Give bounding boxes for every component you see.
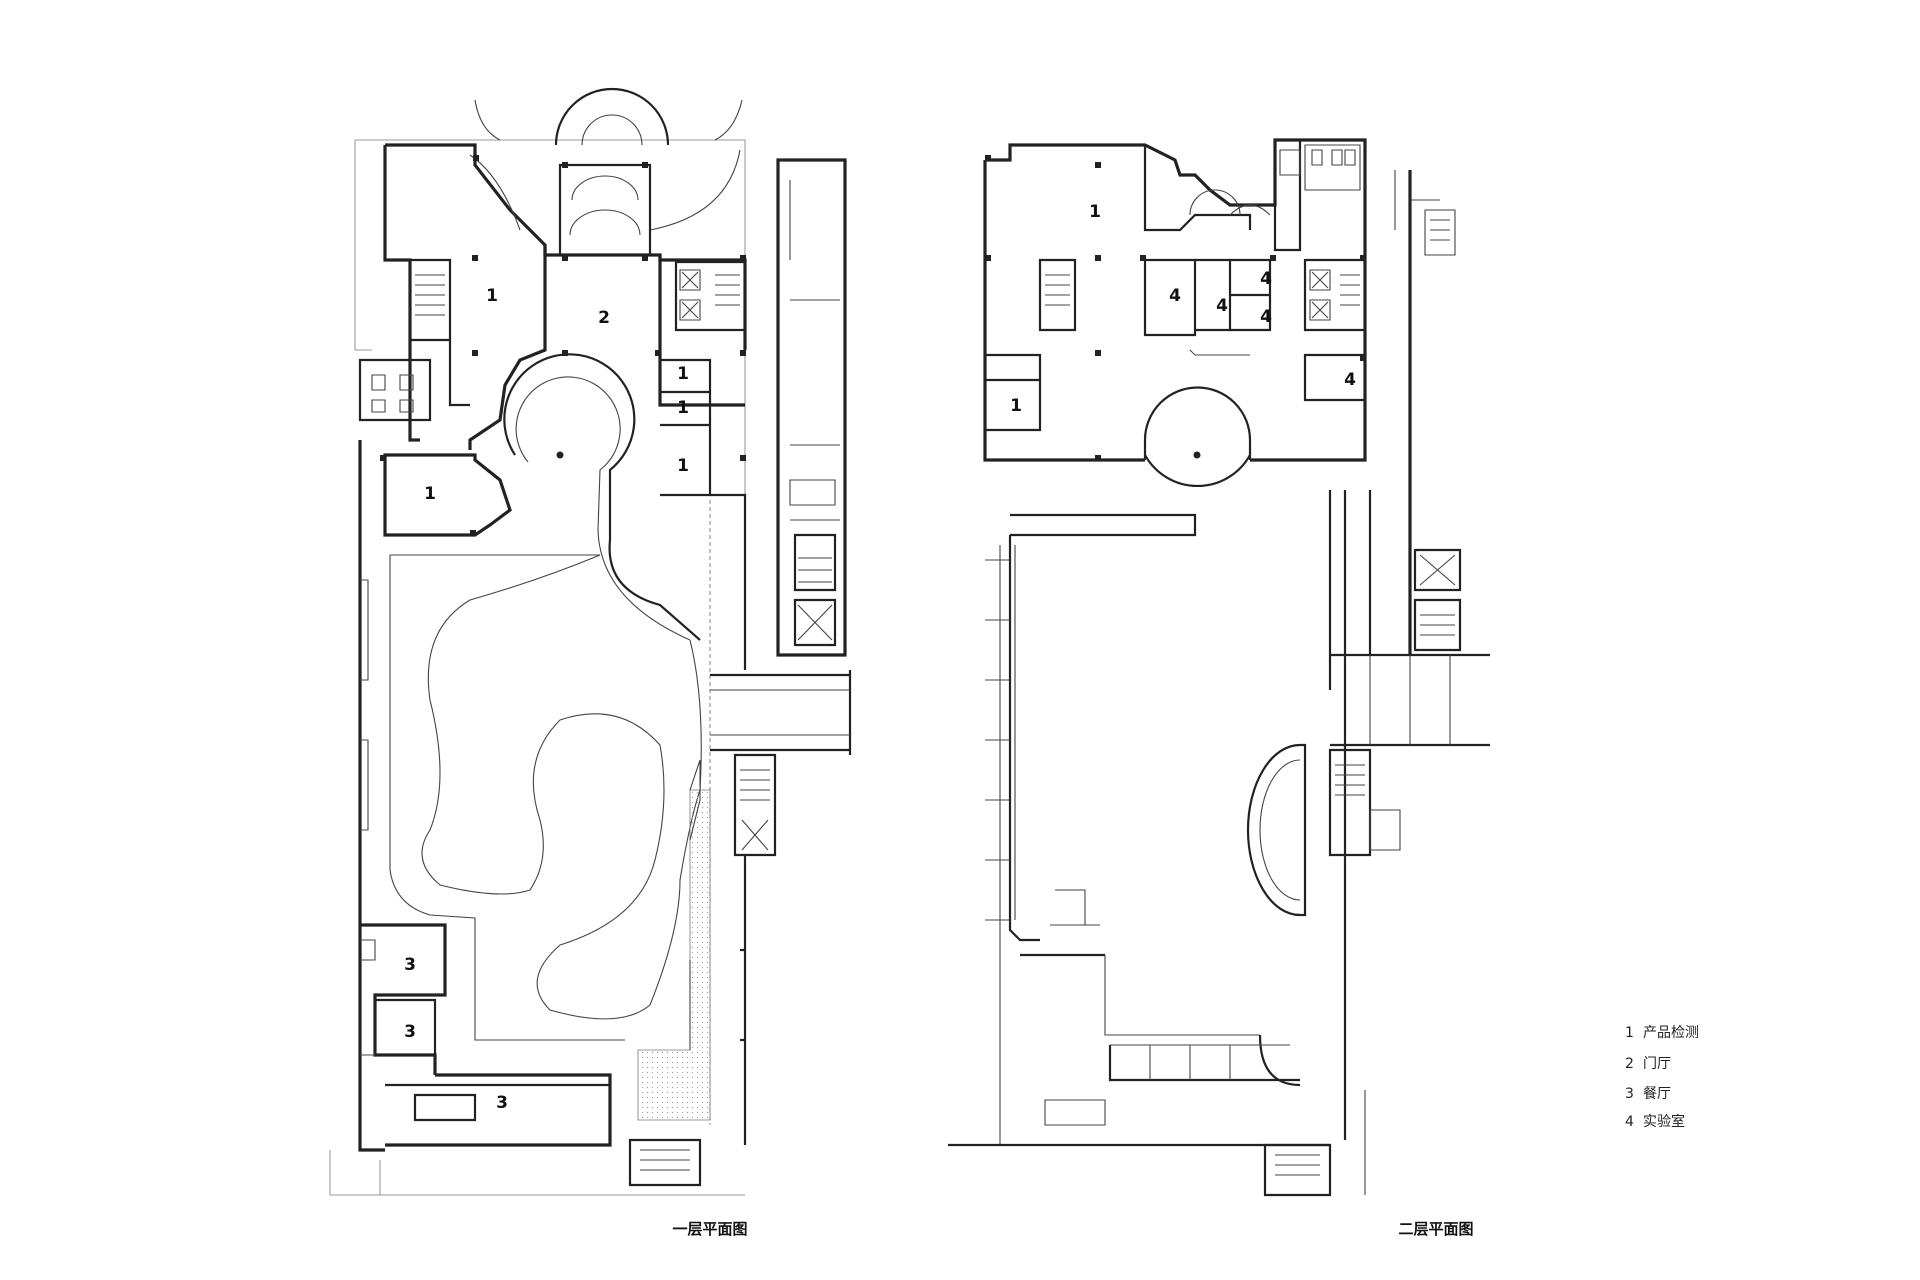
legend-text: 餐厅 [1643,1086,1671,1102]
room-label: 3 [404,955,416,975]
legend-text: 实验室 [1643,1113,1685,1130]
legend-text: 产品检测 [1643,1025,1699,1041]
room-label: 3 [404,1022,416,1042]
plan-title: 一层平面图 [672,1220,747,1238]
room-label: 4 [1216,296,1228,316]
first-floor-plan: 1 2 1 1 1 1 3 3 3 一层平面图 [329,87,852,1238]
room-label: 1 [486,286,498,306]
room-label: 4 [1344,370,1356,390]
room-label: 4 [1169,286,1181,306]
room-label: 2 [598,308,610,328]
room-label: 1 [677,364,689,384]
room-label: 4 [1260,269,1272,289]
legend-text: 门厅 [1643,1056,1671,1072]
legend-number: 4 [1625,1114,1634,1130]
room-label: 3 [496,1093,508,1113]
room-label: 4 [1260,307,1272,327]
room-label: 1 [424,484,436,504]
legend-number: 1 [1625,1025,1634,1041]
plan-title: 二层平面图 [1398,1220,1473,1238]
second-floor-plan: 1 1 4 4 4 4 4 二层平面图 [948,138,1490,1238]
legend-number: 3 [1625,1086,1634,1102]
room-label: 1 [1010,396,1022,416]
legend: 1 产品检测 2 门厅 3 餐厅 4 实验室 [1625,1025,1699,1130]
room-label: 1 [1089,202,1101,222]
room-label: 1 [677,456,689,476]
room-label: 1 [677,398,689,418]
legend-number: 2 [1625,1056,1634,1072]
